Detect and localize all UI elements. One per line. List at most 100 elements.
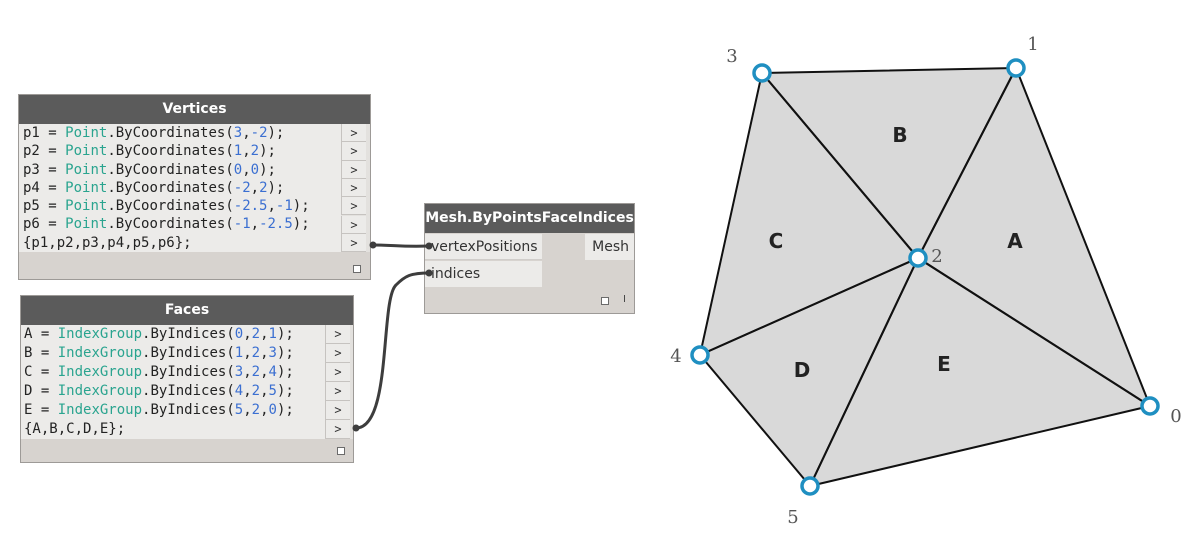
code-method-name: ByCoordinates: [115, 179, 226, 196]
vertex-2-label: 2: [931, 246, 942, 267]
code-variable: B: [24, 345, 33, 361]
mesh-lacing-indicator[interactable]: I: [623, 294, 626, 305]
mesh-output-port[interactable]: Mesh: [585, 234, 634, 260]
code-number: 0: [233, 161, 243, 178]
code-number: 3: [268, 345, 277, 361]
code-method-name: ByIndices: [150, 345, 227, 361]
vertices-output-ports: >>>>>>>: [341, 124, 370, 253]
output-port[interactable]: >: [341, 142, 366, 161]
code-method-name: ByCoordinates: [115, 161, 226, 178]
code-variable: p3: [23, 161, 40, 178]
code-method-name: ByCoordinates: [115, 143, 226, 160]
code-method-name: ByIndices: [150, 402, 227, 418]
code-number: -2.5: [233, 198, 268, 215]
faces-code-editor[interactable]: A = IndexGroup.ByIndices(0,2,1);B = Inde…: [21, 325, 325, 439]
code-number: 4: [268, 364, 277, 380]
output-port[interactable]: >: [325, 420, 350, 439]
vertices-code-editor[interactable]: p1 = Point.ByCoordinates(3,-2);p2 = Poin…: [19, 124, 341, 253]
face-label-b: B: [892, 123, 907, 147]
code-number: 2: [251, 383, 261, 399]
faces-code-block-node[interactable]: Faces A = IndexGroup.ByIndices(0,2,1);B …: [20, 295, 354, 463]
mesh-by-points-face-indices-node[interactable]: Mesh.ByPointsFaceIndices vertexPositions…: [424, 203, 635, 314]
code-number: 2: [251, 345, 261, 361]
code-variable: p1: [23, 125, 40, 141]
wire-faces-end-dot: [425, 269, 433, 277]
code-variable: C: [24, 364, 33, 380]
output-port[interactable]: >: [325, 325, 350, 344]
indices-input-port[interactable]: indices: [425, 261, 542, 287]
code-variable: p2: [23, 143, 40, 160]
code-variable: p4: [23, 179, 40, 196]
vertex-0-label: 0: [1170, 406, 1181, 427]
code-class-name: IndexGroup: [57, 402, 143, 418]
code-method-name: ByIndices: [150, 383, 227, 399]
vertices-preview-toggle-icon[interactable]: [353, 265, 361, 273]
vertex-1-label: 1: [1027, 34, 1038, 55]
code-number: -2: [233, 179, 251, 196]
vertices-code-block-node[interactable]: Vertices p1 = Point.ByCoordinates(3,-2);…: [18, 94, 371, 280]
vertex-5-label: 5: [787, 507, 798, 528]
wire-vertices-to-vertex-positions[interactable]: [372, 243, 431, 248]
wire-faces-to-indices[interactable]: [355, 271, 431, 430]
vertex-3-label: 3: [726, 46, 737, 67]
code-number: 5: [234, 402, 244, 418]
output-port[interactable]: >: [325, 363, 350, 382]
code-method-name: ByIndices: [150, 364, 227, 380]
code-number: 0: [234, 326, 244, 342]
code-variable: p5: [23, 198, 40, 215]
code-line: p2 = Point.ByCoordinates(1,2);: [23, 143, 276, 160]
vertex-4-label: 4: [670, 346, 681, 367]
code-list-line: {p1,p2,p3,p4,p5,p6};: [23, 234, 192, 251]
mesh-node-title[interactable]: Mesh.ByPointsFaceIndices: [425, 204, 634, 233]
code-variable: E: [24, 402, 33, 418]
code-class-name: Point: [65, 161, 108, 178]
code-number: 2: [251, 326, 261, 342]
vertex-positions-input-port[interactable]: vertexPositions: [425, 234, 542, 260]
output-port[interactable]: >: [325, 382, 350, 401]
code-class-name: Point: [65, 216, 108, 233]
code-number: 2: [251, 364, 261, 380]
code-method-name: ByCoordinates: [115, 216, 226, 233]
code-line: p4 = Point.ByCoordinates(-2,2);: [23, 179, 285, 196]
code-number: 3: [233, 125, 243, 141]
face-label-e: E: [937, 352, 951, 376]
output-port[interactable]: >: [341, 233, 366, 253]
output-port[interactable]: >: [325, 344, 350, 363]
faces-node-title[interactable]: Faces: [21, 296, 353, 325]
code-class-name: IndexGroup: [57, 326, 143, 342]
code-number: 1: [234, 345, 244, 361]
code-method-name: ByCoordinates: [115, 198, 226, 215]
code-variable: A: [24, 326, 33, 342]
code-line: E = IndexGroup.ByIndices(5,2,0);: [24, 402, 294, 418]
vertex-1-point: [1006, 58, 1026, 78]
code-class-name: IndexGroup: [57, 383, 143, 399]
mesh-preview-toggle-icon[interactable]: [601, 297, 609, 305]
code-number: 2: [259, 179, 268, 196]
wire-vertices-end-dot: [425, 242, 433, 250]
face-label-c: C: [769, 229, 784, 253]
code-line: A = IndexGroup.ByIndices(0,2,1);: [24, 326, 294, 342]
code-variable: p6: [23, 216, 40, 233]
code-number: 4: [234, 383, 244, 399]
code-class-name: IndexGroup: [57, 364, 143, 380]
faces-preview-toggle-icon[interactable]: [337, 447, 345, 455]
vertex-4-point: [690, 345, 710, 365]
output-port[interactable]: >: [341, 124, 366, 143]
code-line: D = IndexGroup.ByIndices(4,2,5);: [24, 383, 294, 399]
output-port[interactable]: >: [325, 401, 350, 420]
output-port[interactable]: >: [341, 197, 366, 216]
output-port[interactable]: >: [341, 160, 366, 179]
code-line: p6 = Point.ByCoordinates(-1,-2.5);: [23, 216, 310, 233]
code-line: p5 = Point.ByCoordinates(-2.5,-1);: [23, 198, 310, 215]
mesh-face-e: [809, 257, 1151, 487]
vertices-node-title[interactable]: Vertices: [19, 95, 370, 124]
output-port[interactable]: >: [341, 215, 366, 234]
output-port[interactable]: >: [341, 178, 366, 198]
code-method-name: ByCoordinates: [115, 125, 226, 141]
mesh-fill: [700, 68, 1150, 486]
code-number: -2: [250, 125, 268, 141]
code-number: -1: [275, 198, 293, 215]
faces-output-ports: >>>>>>: [325, 325, 353, 439]
